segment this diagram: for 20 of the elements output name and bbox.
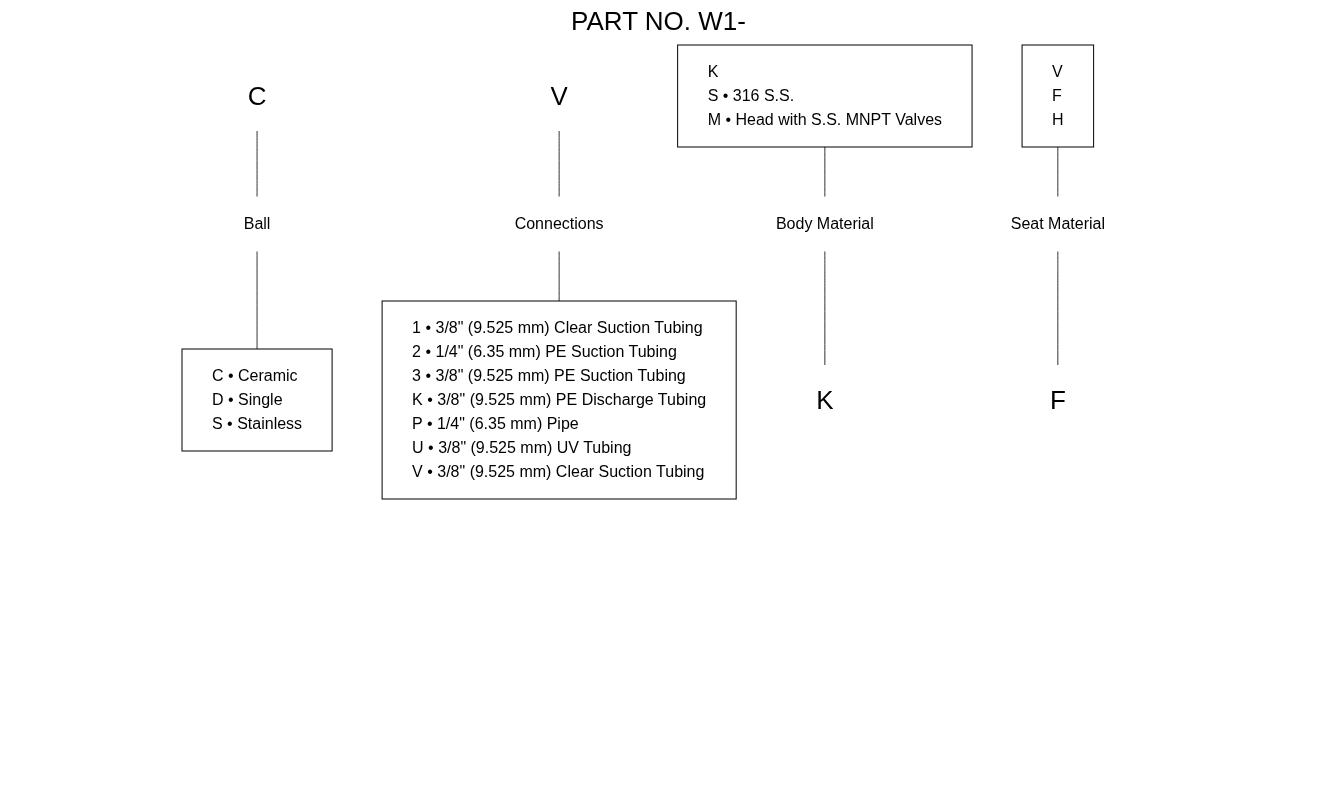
node-text: F [1049, 384, 1066, 415]
node-box: 1 • 3/8" (9.525 mm) Clear Suction Tubing 2 • 1/4" (6.35 mm) PE Suction Tubing 3 • 3/8" (9.525 mm) PE Suction Tubing K • 3/8" (9.525 mm) PE Discharge Tubing P • 1/4" (6.35 mm) Pipe U • 3/8" (9.525 mm) UV Tubing V • 3/8" (9.525 mm) Clear Suction Tubing [381, 300, 737, 500]
node-text: Seat Material [1010, 215, 1105, 232]
node-text: Body Material [775, 215, 874, 232]
part-number-title: PART NO. W1- [570, 6, 747, 37]
connector [256, 250, 258, 350]
connector [558, 250, 560, 302]
connector [824, 146, 826, 198]
node-box: K S • 316 S.S. M • Head with S.S. MNPT Valves [677, 44, 973, 148]
connector [1057, 146, 1059, 198]
node-text: Ball [243, 215, 271, 232]
node-box: V F H [1021, 44, 1095, 148]
connector [824, 250, 826, 366]
node-text: C [247, 80, 267, 111]
node-text: V [550, 80, 568, 111]
connector [558, 130, 560, 198]
node-box: C • Ceramic D • Single S • Stainless [181, 348, 333, 452]
connector [1057, 250, 1059, 366]
node-text: K [816, 384, 834, 415]
node-text: Connections [514, 215, 604, 232]
